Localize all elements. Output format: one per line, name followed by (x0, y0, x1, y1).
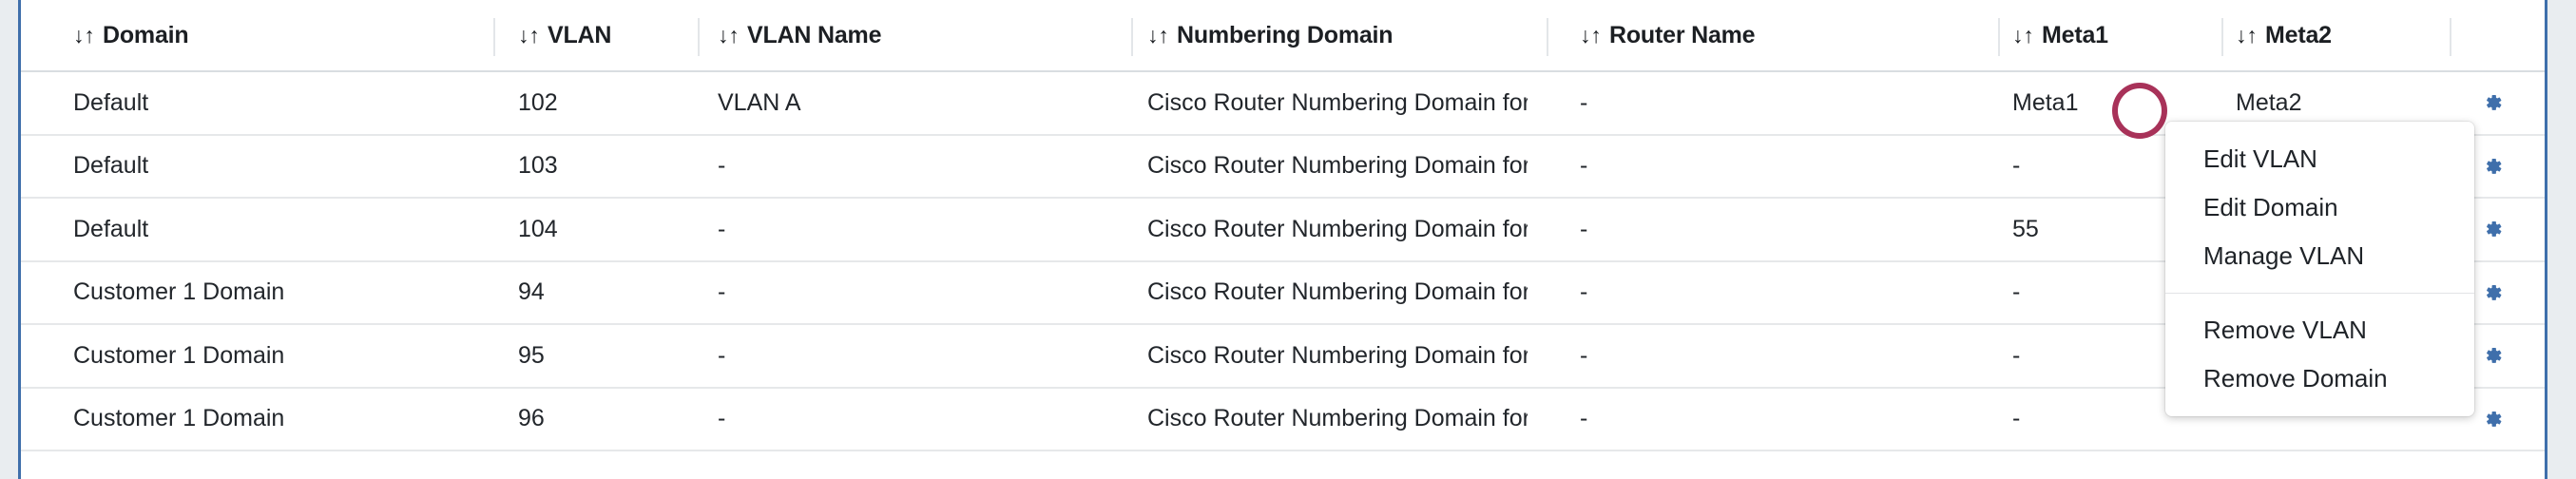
cell-vlan_name: - (718, 152, 726, 179)
cell-router_name: - (1580, 341, 1588, 369)
column-header-label: Router Name (1609, 21, 1756, 48)
column-separator-0 (493, 18, 495, 56)
cell-vlan: 102 (518, 88, 558, 116)
cell-meta1: - (2012, 152, 2021, 179)
column-header-label: Meta2 (2265, 21, 2332, 48)
sort-toggle-icon[interactable]: ↓↑ (2236, 22, 2258, 48)
menu-item-edit-vlan[interactable]: Edit VLAN (2203, 144, 2317, 173)
cell-meta1: - (2012, 278, 2021, 305)
table-row[interactable]: Default 102 VLAN A Cisco Router Numbering D… (21, 72, 2545, 136)
cell-numbering_domain: Cisco Router Numbering Domain for … (1147, 278, 1528, 305)
cell-numbering_domain: Cisco Router Numbering Domain for … (1147, 152, 1528, 179)
cell-router_name: - (1580, 88, 1588, 116)
column-header-meta1[interactable]: ↓↑ Meta1 (2012, 0, 2108, 70)
table-row[interactable]: Default 103 - Cisco Router Numbering Domain… (21, 136, 2545, 199)
cell-meta2: Meta2 (2236, 88, 2302, 116)
column-separator-6 (2450, 18, 2451, 56)
menu-item-edit-domain[interactable]: Edit Domain (2203, 193, 2338, 221)
cell-router_name: - (1580, 278, 1588, 305)
sort-toggle-icon[interactable]: ↓↑ (718, 22, 740, 48)
column-separator-4 (1998, 18, 2000, 56)
column-header-router_name[interactable]: ↓↑ Router Name (1580, 0, 1756, 70)
cell-domain: Customer 1 Domain (73, 341, 285, 369)
cell-vlan_name: - (718, 215, 726, 242)
sort-toggle-icon[interactable]: ↓↑ (73, 22, 95, 48)
column-separator-1 (698, 18, 700, 56)
sort-toggle-icon[interactable]: ↓↑ (2012, 22, 2034, 48)
cell-vlan_name: VLAN A (718, 88, 801, 116)
row-actions-gear-icon[interactable] (2464, 325, 2521, 386)
cell-vlan_name: - (718, 341, 726, 369)
cell-vlan: 95 (518, 341, 545, 369)
column-header-label: Meta1 (2042, 21, 2108, 48)
row-actions-gear-icon[interactable] (2464, 262, 2521, 323)
column-separator-3 (1547, 18, 1548, 56)
row-actions-gear-icon[interactable] (2464, 389, 2521, 450)
cell-router_name: - (1580, 152, 1588, 179)
row-actions-gear-icon[interactable] (2464, 199, 2521, 259)
column-header-label: Domain (103, 21, 189, 48)
row-actions-gear-icon[interactable] (2464, 136, 2521, 197)
column-header-numbering_domain[interactable]: ↓↑ Numbering Domain (1147, 0, 1394, 70)
cell-vlan_name: - (718, 278, 726, 305)
cell-vlan: 94 (518, 278, 545, 305)
cell-router_name: - (1580, 405, 1588, 431)
table-body: Default 102 VLAN A Cisco Router Numbering D… (21, 72, 2545, 451)
cell-vlan: 103 (518, 152, 558, 179)
table-row[interactable]: Default 104 - Cisco Router Numbering Domain… (21, 199, 2545, 262)
cell-domain: Customer 1 Domain (73, 278, 285, 305)
content-panel: ↓↑ Domain ↓↑ VLAN ↓↑ VLAN Name ↓↑ Numbering Dom… (18, 0, 2547, 479)
cell-router_name: - (1580, 215, 1588, 242)
cell-vlan_name: - (718, 405, 726, 431)
column-header-vlan_name[interactable]: ↓↑ VLAN Name (718, 0, 881, 70)
table-row[interactable]: Customer 1 Domain 94 - Cisco Router Numberi… (21, 262, 2545, 325)
table-row[interactable]: Customer 1 Domain 95 - Cisco Router Numberi… (21, 325, 2545, 389)
cell-domain: Default (73, 88, 149, 116)
menu-item-remove-vlan[interactable]: Remove VLAN (2203, 316, 2367, 344)
column-header-label: VLAN Name (747, 21, 882, 48)
cell-meta1: 55 (2012, 215, 2039, 242)
column-header-label: VLAN (548, 21, 612, 48)
table-row[interactable]: Customer 1 Domain 96 - Cisco Router Numberi… (21, 389, 2545, 451)
cell-vlan: 96 (518, 405, 545, 431)
cell-numbering_domain: Cisco Router Numbering Domain for … (1147, 88, 1528, 116)
column-separator-2 (1131, 18, 1133, 56)
row-actions-gear-icon[interactable] (2464, 72, 2521, 133)
cell-domain: Customer 1 Domain (73, 405, 285, 431)
menu-item-manage-vlan[interactable]: Manage VLAN (2203, 241, 2365, 270)
column-separator-5 (2221, 18, 2223, 56)
cell-numbering_domain: Cisco Router Numbering Domain for … (1147, 341, 1528, 369)
sort-toggle-icon[interactable]: ↓↑ (518, 22, 540, 48)
cell-numbering_domain: Cisco Router Numbering Domain for … (1147, 215, 1528, 242)
column-header-meta2[interactable]: ↓↑ Meta2 (2236, 0, 2332, 70)
cell-meta1: - (2012, 341, 2021, 369)
cell-domain: Default (73, 215, 149, 242)
column-header-domain[interactable]: ↓↑ Domain (73, 0, 189, 70)
table-header-row: ↓↑ Domain ↓↑ VLAN ↓↑ VLAN Name ↓↑ Numbering Dom… (21, 0, 2545, 72)
vlan-table: ↓↑ Domain ↓↑ VLAN ↓↑ VLAN Name ↓↑ Numbering Dom… (21, 0, 2545, 479)
cell-meta1: Meta1 (2012, 88, 2079, 116)
sort-toggle-icon[interactable]: ↓↑ (1147, 22, 1169, 48)
menu-item-remove-domain[interactable]: Remove Domain (2203, 364, 2388, 393)
cell-domain: Default (73, 152, 149, 179)
column-header-label: Numbering Domain (1177, 21, 1394, 48)
sort-toggle-icon[interactable]: ↓↑ (1580, 22, 1602, 48)
column-header-vlan[interactable]: ↓↑ VLAN (518, 0, 611, 70)
cell-numbering_domain: Cisco Router Numbering Domain for … (1147, 405, 1528, 431)
cell-vlan: 104 (518, 215, 558, 242)
menu-separator (2165, 293, 2474, 294)
cell-meta1: - (2012, 405, 2021, 431)
